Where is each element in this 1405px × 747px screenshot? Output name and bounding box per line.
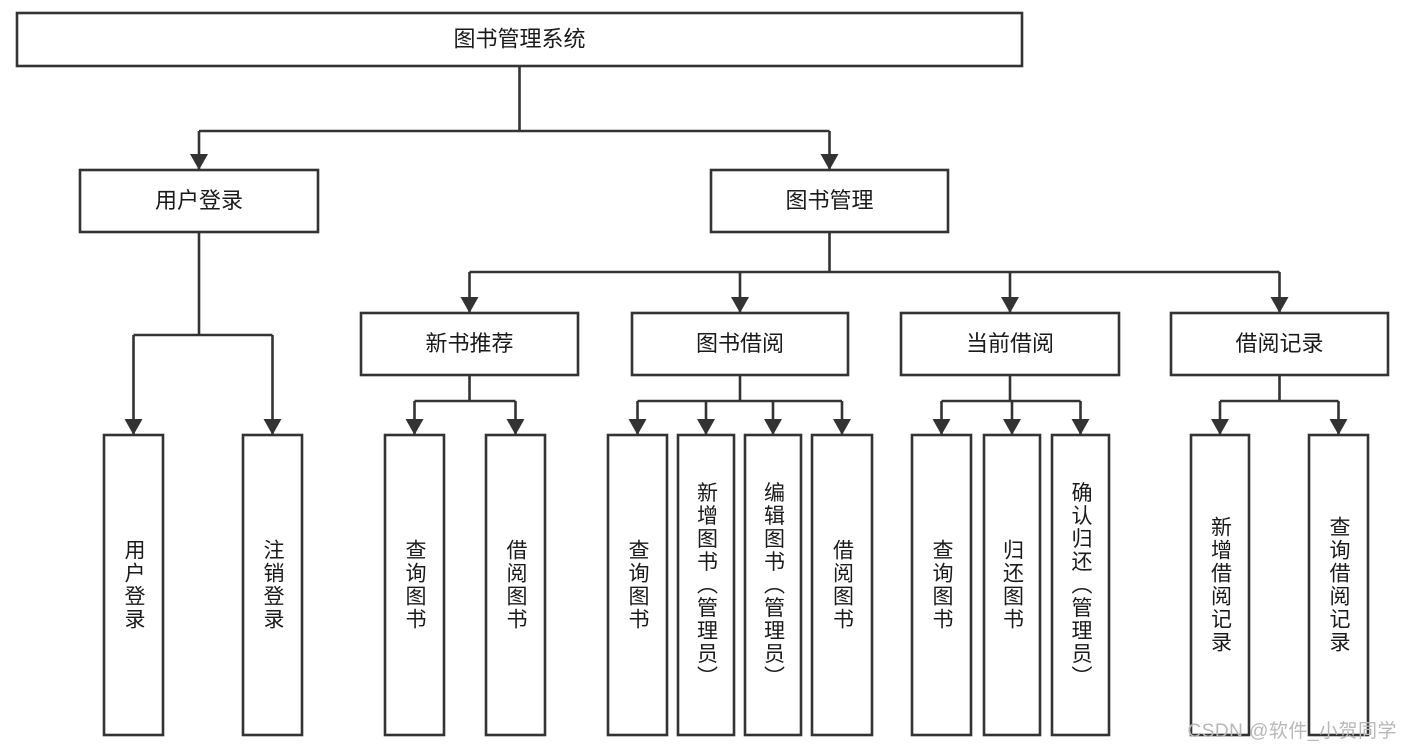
node-box-leaf-add-record xyxy=(1189,433,1251,737)
node-label-leaf-return-book: 归还图书 xyxy=(1001,539,1025,631)
node-current-borrow[interactable]: 当前借阅 xyxy=(899,311,1121,377)
node-label-leaf-borrow-book-2: 借阅图书 xyxy=(831,539,855,631)
node-label-book-manage: 图书管理 xyxy=(785,188,873,213)
node-box-book-borrow xyxy=(630,311,850,377)
node-label-leaf-user-logout: 注销登录 xyxy=(261,539,285,631)
node-box-leaf-confirm-return xyxy=(1050,433,1111,737)
node-box-root xyxy=(15,11,1024,68)
arrow-head-icon xyxy=(628,419,647,435)
arrow-head-icon xyxy=(833,419,851,435)
node-box-borrow-record xyxy=(1169,311,1390,377)
node-box-leaf-add-book xyxy=(676,433,736,737)
edge-group-root xyxy=(190,66,839,170)
node-label-leaf-query-record: 查询借阅记录 xyxy=(1327,516,1351,654)
node-label-leaf-user-login: 用户登录 xyxy=(122,539,146,631)
node-label-leaf-confirm-return: 确认归还（管理员） xyxy=(1069,482,1093,689)
node-label-leaf-query-book-1: 查询图书 xyxy=(403,539,427,631)
node-box-leaf-borrow-book-1 xyxy=(484,433,547,737)
node-box-book-manage xyxy=(709,168,950,234)
node-box-leaf-user-login xyxy=(102,433,165,737)
node-leaf-add-book[interactable]: 新增图书（管理员） xyxy=(676,433,736,737)
node-label-user-login: 用户登录 xyxy=(155,188,243,213)
arrow-head-icon xyxy=(731,297,749,313)
arrow-head-icon xyxy=(1270,297,1289,313)
node-label-leaf-add-book: 新增图书（管理员） xyxy=(695,482,719,689)
node-leaf-query-record[interactable]: 查询借阅记录 xyxy=(1307,433,1370,737)
csdn-watermark: CSDN @软件_小贺同学 xyxy=(1187,721,1397,742)
node-label-book-borrow: 图书借阅 xyxy=(696,331,784,356)
edge-group-user-login xyxy=(124,232,282,435)
edge-group-current-borrow xyxy=(932,375,1090,435)
arrow-head-icon xyxy=(1211,419,1229,435)
node-box-leaf-query-book-2 xyxy=(606,433,669,737)
arrow-head-icon xyxy=(1071,419,1090,435)
arrow-head-icon xyxy=(124,419,143,435)
node-book-borrow[interactable]: 图书借阅 xyxy=(630,311,850,377)
edges-layer xyxy=(124,66,1348,435)
arrow-head-icon xyxy=(506,419,525,435)
node-book-manage[interactable]: 图书管理 xyxy=(709,168,950,234)
node-box-leaf-user-logout xyxy=(241,433,304,737)
node-leaf-return-book[interactable]: 归还图书 xyxy=(982,433,1042,737)
node-box-current-borrow xyxy=(899,311,1121,377)
node-leaf-add-record[interactable]: 新增借阅记录 xyxy=(1189,433,1251,737)
node-user-login[interactable]: 用户登录 xyxy=(78,168,320,234)
node-box-leaf-query-record xyxy=(1307,433,1370,737)
edge-group-borrow-record xyxy=(1211,375,1348,435)
node-root[interactable]: 图书管理系统 xyxy=(15,11,1024,68)
node-leaf-edit-book[interactable]: 编辑图书（管理员） xyxy=(743,433,803,737)
node-label-leaf-add-record: 新增借阅记录 xyxy=(1209,516,1233,654)
arrow-head-icon xyxy=(405,419,424,435)
arrow-head-icon xyxy=(697,419,715,435)
node-box-leaf-edit-book xyxy=(743,433,803,737)
node-leaf-user-logout[interactable]: 注销登录 xyxy=(241,433,304,737)
node-leaf-query-book-1[interactable]: 查询图书 xyxy=(383,433,446,737)
node-label-leaf-edit-book: 编辑图书（管理员） xyxy=(762,482,786,689)
node-label-borrow-record: 借阅记录 xyxy=(1235,331,1323,356)
node-leaf-confirm-return[interactable]: 确认归还（管理员） xyxy=(1050,433,1111,737)
node-borrow-record[interactable]: 借阅记录 xyxy=(1169,311,1390,377)
edge-group-new-book-rec xyxy=(405,375,525,435)
node-box-leaf-borrow-book-2 xyxy=(810,433,874,737)
node-leaf-query-book-3[interactable]: 查询图书 xyxy=(910,433,973,737)
node-label-leaf-query-book-2: 查询图书 xyxy=(626,539,650,631)
arrow-head-icon xyxy=(460,297,479,313)
edge-group-book-borrow xyxy=(628,375,851,435)
edge-group-book-manage xyxy=(460,232,1289,313)
node-box-leaf-query-book-1 xyxy=(383,433,446,737)
node-box-user-login xyxy=(78,168,320,234)
node-box-leaf-return-book xyxy=(982,433,1042,737)
node-leaf-query-book-2[interactable]: 查询图书 xyxy=(606,433,669,737)
arrow-head-icon xyxy=(263,419,282,435)
arrow-head-icon xyxy=(1001,297,1019,313)
node-leaf-user-login[interactable]: 用户登录 xyxy=(102,433,165,737)
arrow-head-icon xyxy=(820,154,839,170)
node-label-leaf-borrow-book-1: 借阅图书 xyxy=(504,539,528,631)
node-label-new-book-rec: 新书推荐 xyxy=(425,331,513,356)
node-box-leaf-query-book-3 xyxy=(910,433,973,737)
node-label-root: 图书管理系统 xyxy=(453,26,585,51)
node-leaf-borrow-book-2[interactable]: 借阅图书 xyxy=(810,433,874,737)
node-box-new-book-rec xyxy=(359,311,580,377)
node-label-current-borrow: 当前借阅 xyxy=(966,331,1054,356)
arrow-head-icon xyxy=(764,419,782,435)
arrow-head-icon xyxy=(932,419,951,435)
node-label-leaf-query-book-3: 查询图书 xyxy=(930,539,954,631)
arrow-head-icon xyxy=(1329,419,1348,435)
nodes-layer: 图书管理系统用户登录图书管理新书推荐图书借阅当前借阅借阅记录用户登录注销登录查询… xyxy=(15,11,1390,737)
arrow-head-icon xyxy=(190,154,208,170)
node-leaf-borrow-book-1[interactable]: 借阅图书 xyxy=(484,433,547,737)
arrow-head-icon xyxy=(1003,419,1021,435)
node-new-book-rec[interactable]: 新书推荐 xyxy=(359,311,580,377)
